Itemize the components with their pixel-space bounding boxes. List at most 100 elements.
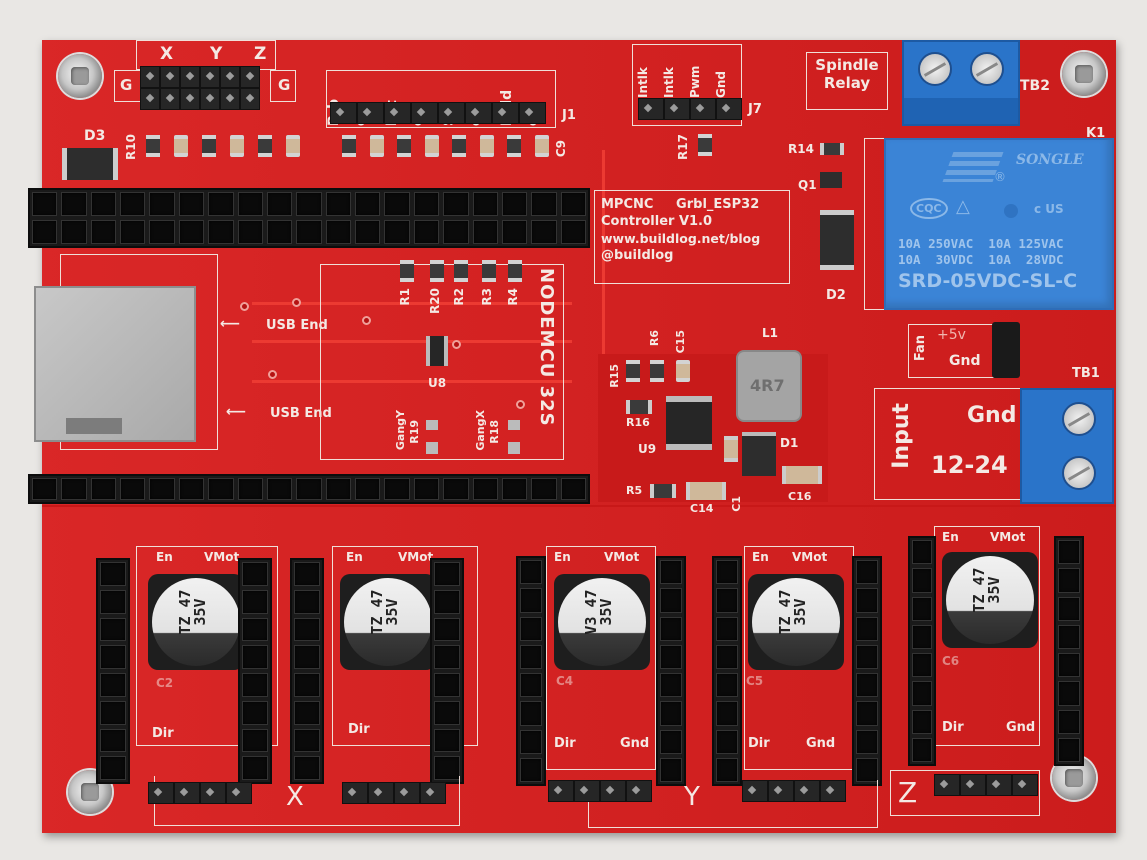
capacitor-marking: V3 47 35V xyxy=(582,589,615,635)
k1-label: K1 xyxy=(1086,126,1106,141)
limit-pin-row-bottom[interactable] xyxy=(140,88,260,110)
mounting-screw-bottom-left xyxy=(68,770,112,814)
c2-label: C2 xyxy=(156,676,174,690)
en-label: En xyxy=(752,550,769,564)
resistor-r14 xyxy=(820,143,844,155)
driver-header-left[interactable] xyxy=(516,556,546,786)
input-gnd-label: Gnd xyxy=(967,403,1017,428)
diode-d2 xyxy=(820,210,854,270)
driver-header-left[interactable] xyxy=(908,536,936,766)
esp32-header-top[interactable] xyxy=(28,188,590,248)
r6-label: R6 xyxy=(648,330,661,347)
fan-label: Fan xyxy=(913,335,928,362)
title-line-4: @buildlog xyxy=(601,248,674,263)
driver-header-left[interactable] xyxy=(96,558,130,784)
gang-x-jumper-pads[interactable] xyxy=(508,420,520,454)
c1-label: C1 xyxy=(730,496,743,512)
driver-header-right[interactable] xyxy=(238,558,272,784)
driver-header-right[interactable] xyxy=(656,556,686,786)
d1-label: D1 xyxy=(780,436,799,450)
driver-header-right[interactable] xyxy=(1054,536,1084,766)
input-voltage-label: 12-24 xyxy=(931,451,1008,479)
title-block: MPCNC Grbl_ESP32 Controller V1.0 www.bui… xyxy=(594,190,790,284)
r17-label: R17 xyxy=(676,134,690,160)
r10-label: R10 xyxy=(124,134,138,160)
r20-label: R20 xyxy=(428,288,442,314)
capacitor-c6: TZ 47 35V xyxy=(942,552,1038,648)
relay-rating-1: 10A 250VAC 10A 125VAC xyxy=(898,236,1064,251)
capacitor-marking: TZ 47 35V xyxy=(970,567,1003,613)
terminal-screw-icon[interactable] xyxy=(970,52,1004,86)
diode-d1 xyxy=(742,432,776,476)
driver-header-left[interactable] xyxy=(290,558,324,784)
ic-u8 xyxy=(426,336,448,366)
mounting-screw-top-right xyxy=(1062,52,1106,96)
relay-model: SRD-05VDC-SL-C xyxy=(898,270,1078,292)
vmot-label: VMot xyxy=(204,550,240,564)
r1-label: R1 xyxy=(398,288,412,306)
c6-label: C6 xyxy=(942,654,960,668)
pcb-trace xyxy=(252,340,572,343)
x-motor-header-1[interactable] xyxy=(148,782,252,804)
pin-label-intlk: Intlk xyxy=(662,67,676,98)
vmot-label: VMot xyxy=(398,550,434,564)
gang-x-label: GangX xyxy=(474,410,487,451)
gang-y-label: GangY xyxy=(394,410,407,451)
vmot-label: VMot xyxy=(990,530,1026,544)
pin-label-gnd: Gnd xyxy=(714,71,728,98)
axis-label-x: X xyxy=(160,44,174,64)
dir-label: Dir xyxy=(554,736,576,751)
pin-label-intlk: Intlk xyxy=(636,67,650,98)
r2-label: R2 xyxy=(452,288,466,306)
terminal-screw-icon[interactable] xyxy=(1062,402,1096,436)
title-line-2: Controller V1.0 xyxy=(601,214,713,229)
power-input-box: Input Gnd 12-24 xyxy=(874,388,1074,500)
x-motor-header-2[interactable] xyxy=(342,782,446,804)
dir-label: Dir xyxy=(348,722,370,737)
terminal-screw-icon[interactable] xyxy=(1062,456,1096,490)
capacitor-c14 xyxy=(686,482,726,500)
driver-header-left[interactable] xyxy=(712,556,742,786)
inductor-mark: 4R7 xyxy=(750,376,785,395)
pin-label-pwm: Pwm xyxy=(688,65,702,98)
spindle-relay-label-box: Spindle Relay xyxy=(806,52,888,110)
microsd-card-slot[interactable] xyxy=(34,286,196,442)
c4-label: C4 xyxy=(556,674,574,688)
driver-header-right[interactable] xyxy=(852,556,882,786)
dir-label: Dir xyxy=(942,720,964,735)
control-pin-row[interactable] xyxy=(330,102,546,124)
relay-vent-hole xyxy=(1004,204,1018,218)
driver-header-right[interactable] xyxy=(430,558,464,784)
gnd-label: Gnd xyxy=(1006,720,1036,735)
en-label: En xyxy=(346,550,363,564)
y-motor-box xyxy=(588,780,878,828)
y-motor-header-2[interactable] xyxy=(742,780,846,802)
capacitor-c3: TZ 47 35V xyxy=(340,574,436,670)
diode-d3 xyxy=(62,148,118,180)
registered-icon: ® xyxy=(994,170,1006,184)
relay-label: Relay xyxy=(823,74,871,92)
gnd-label: Gnd xyxy=(806,736,836,751)
r5-label: R5 xyxy=(626,484,643,497)
z-motor-header[interactable] xyxy=(934,774,1038,796)
c15-label: C15 xyxy=(674,330,687,354)
capacitor-marking: TZ 47 35V xyxy=(368,589,401,635)
inductor-l1: 4R7 xyxy=(736,350,802,422)
fan-jumper[interactable] xyxy=(992,322,1020,378)
axis-label-z: Z xyxy=(254,44,267,64)
ground-label-left: G xyxy=(120,76,133,94)
terminal-block-tb2[interactable] xyxy=(902,40,1020,126)
capacitor-marking: TZ 47 35V xyxy=(176,589,209,635)
ground-label-right: G xyxy=(278,76,291,94)
resistor-r17 xyxy=(698,134,712,156)
title-line-3: www.buildlog.net/blog xyxy=(601,231,761,246)
terminal-block-tb1[interactable] xyxy=(1020,388,1114,504)
d3-label: D3 xyxy=(84,128,106,144)
spindle-pin-row[interactable] xyxy=(638,98,742,120)
gang-y-jumper-pads[interactable] xyxy=(426,420,438,454)
limit-pin-row-top[interactable] xyxy=(140,66,260,88)
y-motor-header-1[interactable] xyxy=(548,780,652,802)
triangle-cert-icon: △ xyxy=(956,196,970,217)
esp32-header-bottom[interactable] xyxy=(28,474,590,504)
terminal-screw-icon[interactable] xyxy=(918,52,952,86)
